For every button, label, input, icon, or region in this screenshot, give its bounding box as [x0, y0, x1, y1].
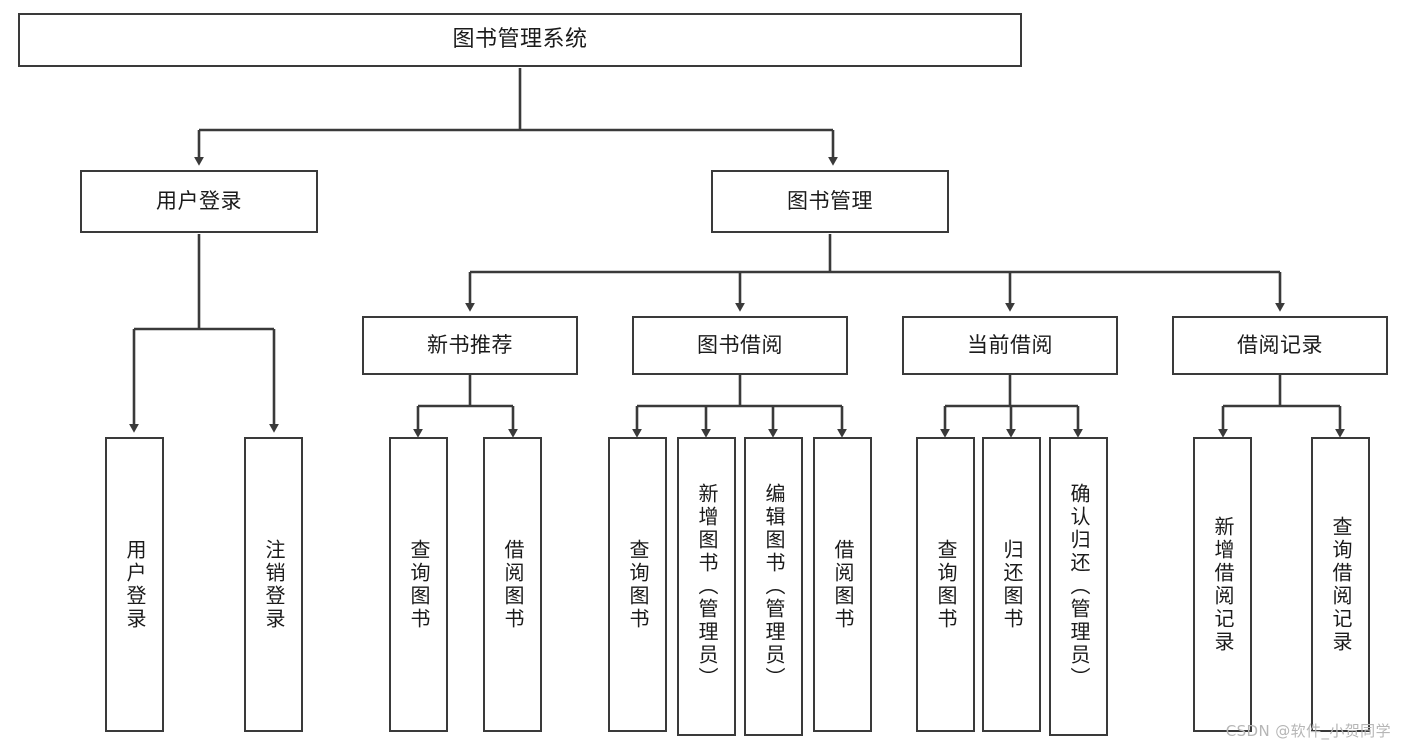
node-label: 归还图书	[1000, 538, 1024, 631]
leaf-borrow-record-add[interactable]: 新增借阅记录	[1193, 437, 1252, 732]
node-label: 查询图书	[407, 538, 431, 631]
node-label: 用户登录	[156, 189, 242, 214]
leaf-current-borrow-confirm-return[interactable]: 确认归还（管理员）	[1049, 437, 1108, 736]
leaf-book-borrow-add[interactable]: 新增图书（管理员）	[677, 437, 736, 736]
leaf-book-borrow-query[interactable]: 查询图书	[608, 437, 667, 732]
node-new-book-recommend[interactable]: 新书推荐	[362, 316, 578, 375]
node-label: 用户登录	[123, 538, 147, 631]
node-label: 图书管理系统	[452, 27, 588, 53]
node-label: 新书推荐	[427, 333, 513, 358]
leaf-borrow-record-query[interactable]: 查询借阅记录	[1311, 437, 1370, 732]
node-label: 图书借阅	[697, 333, 783, 358]
node-label: 借阅图书	[501, 538, 525, 631]
leaf-user-login-signin[interactable]: 用户登录	[105, 437, 164, 732]
leaf-current-borrow-return[interactable]: 归还图书	[982, 437, 1041, 732]
leaf-new-book-query[interactable]: 查询图书	[389, 437, 448, 732]
node-current-borrow[interactable]: 当前借阅	[902, 316, 1118, 375]
node-label: 当前借阅	[967, 333, 1053, 358]
leaf-user-login-signout[interactable]: 注销登录	[244, 437, 303, 732]
node-label: 查询借阅记录	[1329, 515, 1353, 654]
leaf-book-borrow-edit[interactable]: 编辑图书（管理员）	[744, 437, 803, 736]
node-label: 查询图书	[934, 538, 958, 631]
node-root-system[interactable]: 图书管理系统	[18, 13, 1022, 67]
node-label: 查询图书	[626, 538, 650, 631]
node-label: 新增图书（管理员）	[695, 483, 719, 690]
node-label: 借阅图书	[831, 538, 855, 631]
node-borrow-record[interactable]: 借阅记录	[1172, 316, 1388, 375]
node-book-management[interactable]: 图书管理	[711, 170, 949, 233]
leaf-book-borrow-lend[interactable]: 借阅图书	[813, 437, 872, 732]
node-label: 新增借阅记录	[1211, 515, 1235, 654]
leaf-current-borrow-query[interactable]: 查询图书	[916, 437, 975, 732]
node-user-login[interactable]: 用户登录	[80, 170, 318, 233]
leaf-new-book-borrow[interactable]: 借阅图书	[483, 437, 542, 732]
node-label: 编辑图书（管理员）	[762, 483, 786, 690]
node-label: 确认归还（管理员）	[1067, 483, 1091, 690]
node-label: 借阅记录	[1237, 333, 1323, 358]
node-label: 图书管理	[787, 189, 873, 214]
node-label: 注销登录	[262, 538, 286, 631]
node-book-borrow[interactable]: 图书借阅	[632, 316, 848, 375]
